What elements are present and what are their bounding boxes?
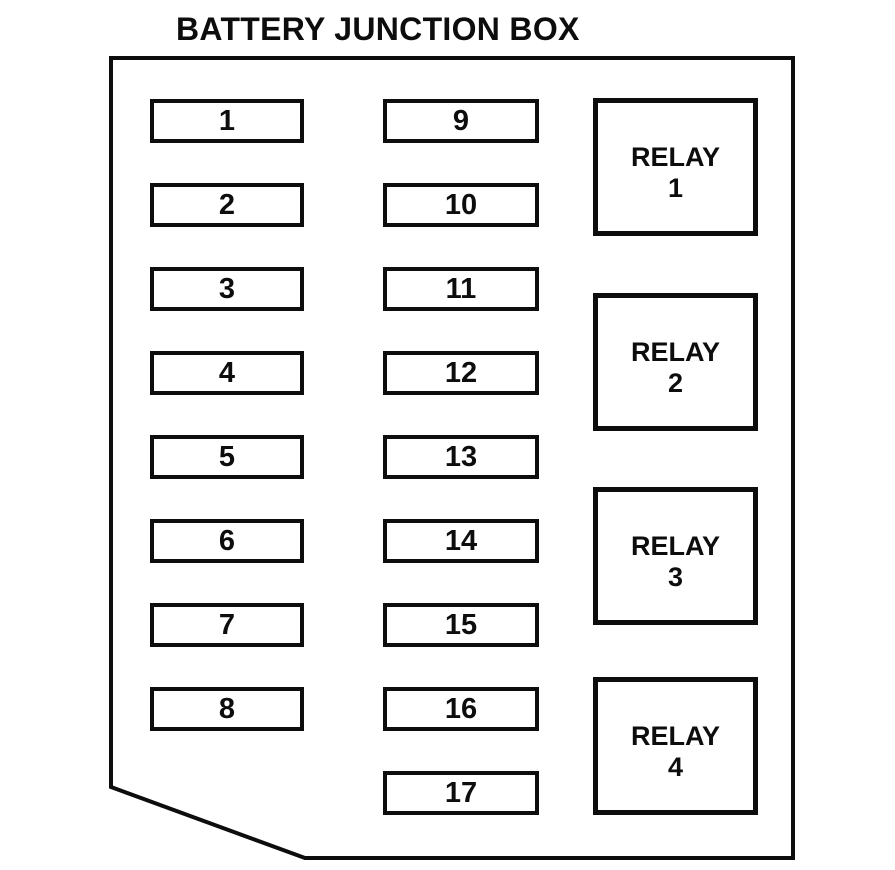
- relay-label: RELAY: [630, 721, 721, 751]
- fuse-box-5: 5: [150, 435, 304, 479]
- relay-number: 2: [667, 368, 684, 398]
- fuse-box-8: 8: [150, 687, 304, 731]
- fuse-label: 11: [445, 272, 477, 305]
- fuse-box-17: 17: [383, 771, 539, 815]
- fuse-label: 3: [218, 272, 236, 305]
- fuse-box-15: 15: [383, 603, 539, 647]
- fuse-label: 16: [444, 692, 478, 725]
- fuse-box-3: 3: [150, 267, 304, 311]
- fuse-box-13: 13: [383, 435, 539, 479]
- relay-box-4: RELAY 4: [593, 677, 758, 815]
- relay-number: 1: [667, 173, 684, 203]
- relay-box-1: RELAY 1: [593, 98, 758, 236]
- fuse-label: 15: [444, 608, 478, 641]
- fuse-box-6: 6: [150, 519, 304, 563]
- relay-label: RELAY: [630, 142, 721, 172]
- fuse-label: 1: [218, 104, 236, 137]
- junction-box-border: [109, 56, 795, 860]
- fuse-box-14: 14: [383, 519, 539, 563]
- fuse-box-9: 9: [383, 99, 539, 143]
- fuse-box-4: 4: [150, 351, 304, 395]
- fuse-label: 12: [444, 356, 478, 389]
- relay-box-2: RELAY 2: [593, 293, 758, 431]
- relay-label: RELAY: [630, 337, 721, 367]
- diagram-title: BATTERY JUNCTION BOX: [176, 11, 580, 47]
- fuse-label: 14: [444, 524, 478, 557]
- fuse-box-7: 7: [150, 603, 304, 647]
- fuse-box-10: 10: [383, 183, 539, 227]
- fuse-label: 9: [452, 104, 470, 137]
- fuse-box-2: 2: [150, 183, 304, 227]
- fuse-label: 6: [218, 524, 236, 557]
- fuse-box-16: 16: [383, 687, 539, 731]
- fuse-label: 7: [218, 608, 236, 641]
- fuse-box-12: 12: [383, 351, 539, 395]
- relay-number: 3: [667, 562, 684, 592]
- fuse-label: 13: [444, 440, 478, 473]
- fuse-label: 17: [444, 776, 478, 809]
- relay-box-3: RELAY 3: [593, 487, 758, 625]
- relay-number: 4: [667, 752, 684, 782]
- fuse-label: 4: [218, 356, 236, 389]
- fuse-box-11: 11: [383, 267, 539, 311]
- fuse-label: 8: [218, 692, 236, 725]
- fuse-label: 5: [218, 440, 236, 473]
- fuse-box-1: 1: [150, 99, 304, 143]
- fuse-label: 2: [218, 188, 236, 221]
- fuse-label: 10: [444, 188, 478, 221]
- relay-label: RELAY: [630, 531, 721, 561]
